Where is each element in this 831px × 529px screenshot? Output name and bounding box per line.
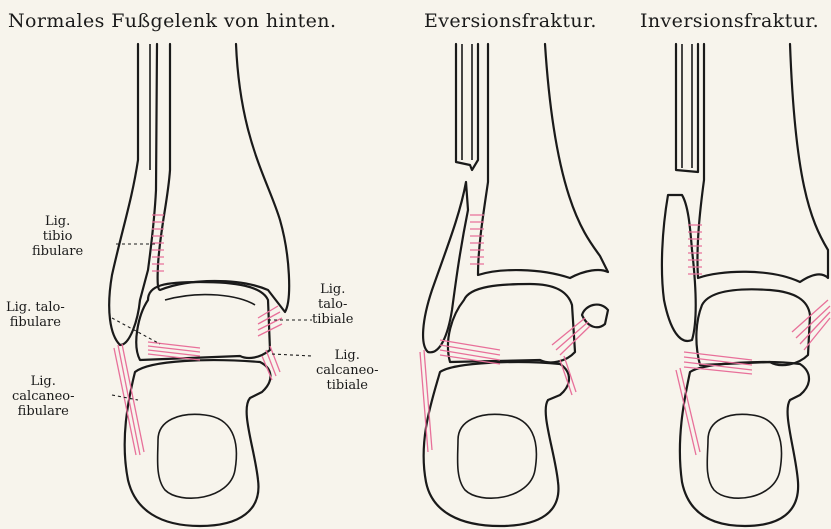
tibia-eversion bbox=[478, 44, 608, 278]
ligaments-normal bbox=[114, 215, 282, 455]
label-lig-tibiofibulare: Lig. tibio fibulare bbox=[32, 214, 83, 259]
label-lig-calcaneotibiale: Lig. calcaneo- tibiale bbox=[316, 348, 379, 393]
talus-inversion bbox=[696, 289, 810, 365]
calcaneus-inversion bbox=[680, 362, 809, 526]
fibula-fragment-eversion bbox=[423, 182, 468, 352]
tibia-inversion bbox=[697, 44, 828, 282]
ligaments-inversion bbox=[676, 225, 830, 455]
panel-eversion bbox=[420, 44, 608, 526]
panel-normal bbox=[109, 44, 312, 526]
talus-eversion bbox=[448, 284, 575, 362]
label-lig-talotibiale: Lig. talo- tibiale bbox=[312, 282, 353, 327]
calcaneus-eversion bbox=[424, 362, 569, 526]
fibula-fragment-inversion bbox=[662, 195, 696, 341]
label-lig-talofibulare: Lig. talo- fibulare bbox=[6, 300, 65, 330]
fibula-shaft-eversion bbox=[456, 44, 478, 170]
fibula-shaft-inversion bbox=[676, 44, 698, 172]
tibia-normal bbox=[158, 44, 290, 312]
panel-inversion bbox=[662, 44, 830, 526]
calcaneus-normal bbox=[125, 360, 271, 526]
label-lig-calcaneofibulare: Lig. calcaneo- fibulare bbox=[12, 374, 75, 419]
talus-normal bbox=[136, 282, 270, 360]
